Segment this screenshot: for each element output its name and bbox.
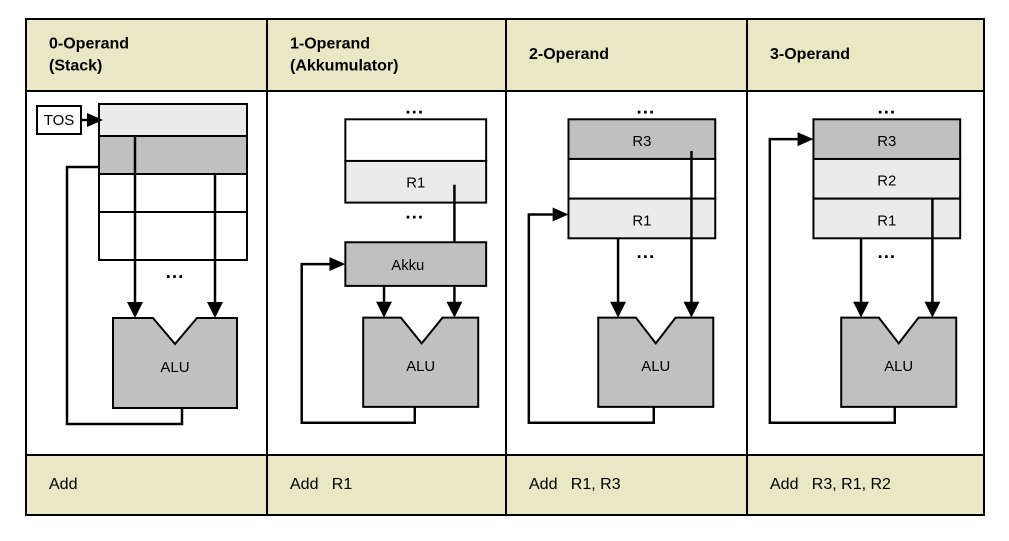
column-title-one-operand: 1-Operand (Akkumulator) — [290, 35, 399, 74]
register-cell-1-label: R2 — [877, 174, 896, 190]
register-cell-2-label: R1 — [632, 213, 651, 229]
operand-arrowhead-right-icon — [683, 301, 700, 318]
header-cell-zero-operand: 0-Operand (Stack) — [27, 20, 266, 90]
register-cell-1 — [567, 157, 717, 200]
tos-arrowhead-icon — [87, 112, 103, 127]
header-cell-three-operand: 3-Operand — [746, 20, 983, 90]
table-instruction-row: Add Add R1 Add R1, R3 Add R3, R1, R2 — [27, 455, 983, 514]
alu-result-feedback-path — [300, 262, 417, 424]
alu-result-feedback-path — [768, 137, 896, 424]
operand-format-table: 0-Operand (Stack) 1-Operand (Akkumulator… — [25, 18, 985, 516]
accumulator-machine-diagram: ... R1 ... Akku — [300, 96, 488, 424]
operand-arrowhead-left-icon — [610, 301, 627, 318]
diagram-cell-zero-operand: TOS ... ALU — [27, 91, 266, 454]
feedback-arrowhead-icon — [329, 256, 346, 271]
accumulator-box — [344, 241, 488, 287]
alu-result-feedback-path — [527, 213, 656, 424]
tos-pointer-box — [36, 104, 82, 135]
diagram-cell-two-operand: ... R3 R1 ... ALU — [505, 91, 746, 454]
column-title-two-operand: 2-Operand — [529, 46, 610, 64]
stack-cell-0 — [98, 102, 248, 137]
alu-label: ALU — [641, 359, 670, 375]
feedback-arrowhead-icon — [552, 207, 569, 222]
register-cell-0-label: R3 — [632, 134, 651, 150]
operand-arrowhead-left-icon — [127, 301, 143, 318]
table-body-row: TOS ... ALU ... — [27, 91, 983, 456]
operand-arrowhead-right-icon — [446, 301, 463, 318]
register-cell-1-label: R1 — [406, 176, 425, 192]
instruction-label-one-operand: Add R1 — [290, 475, 353, 493]
instruction-cell-three-operand: Add R3, R1, R2 — [746, 455, 983, 514]
register-file-bottom-ellipsis: ... — [877, 241, 896, 262]
register-cell-0 — [812, 118, 962, 160]
instruction-label-zero-operand: Add — [49, 475, 78, 493]
instruction-label-three-operand: Add R3, R1, R2 — [770, 475, 891, 493]
operand-arrowhead-right-icon — [924, 301, 941, 318]
stack-cell-1 — [98, 134, 248, 175]
alu-shape — [840, 316, 958, 408]
operand-arrowhead-left-icon — [853, 301, 869, 318]
alu-result-feedback-path — [65, 165, 184, 426]
column-title-three-operand: 3-Operand — [770, 46, 851, 64]
register-file-top-ellipsis: ... — [877, 96, 896, 117]
two-operand-machine-diagram: ... R3 R1 ... ALU — [527, 96, 717, 424]
instruction-cell-two-operand: Add R1, R3 — [505, 455, 746, 514]
register-file-bottom-ellipsis: ... — [637, 241, 656, 262]
three-operand-machine-diagram: ... R3 R2 R1 ... — [768, 96, 962, 424]
register-cell-1 — [344, 159, 488, 204]
register-cell-1 — [812, 157, 962, 200]
alu-shape — [597, 316, 715, 408]
instruction-cell-zero-operand: Add — [27, 455, 266, 514]
register-file-top-ellipsis: ... — [405, 96, 424, 117]
stack-ellipsis: ... — [166, 262, 185, 283]
stack-cell-2 — [98, 172, 248, 213]
stack-machine-diagram: TOS ... ALU — [36, 102, 248, 426]
instruction-cell-one-operand: Add R1 — [266, 455, 505, 514]
accumulator-label: Akku — [391, 258, 424, 274]
alu-shape — [362, 316, 480, 408]
register-file-top-ellipsis: ... — [637, 96, 656, 117]
header-cell-two-operand: 2-Operand — [505, 20, 746, 90]
register-file-bottom-ellipsis: ... — [405, 201, 424, 222]
alu-shape — [112, 316, 238, 409]
tos-pointer-label: TOS — [44, 112, 75, 129]
stack-cell-3 — [98, 210, 248, 261]
table-header-row: 0-Operand (Stack) 1-Operand (Akkumulator… — [27, 20, 983, 92]
register-cell-0-label: R3 — [877, 134, 896, 150]
instruction-label-two-operand: Add R1, R3 — [529, 475, 621, 493]
alu-label: ALU — [160, 359, 189, 376]
alu-label: ALU — [884, 359, 913, 375]
register-cell-2 — [812, 197, 962, 240]
alu-label: ALU — [406, 359, 435, 375]
feedback-arrowhead-icon — [797, 132, 814, 146]
diagram-cell-one-operand: ... R1 ... Akku — [266, 91, 505, 454]
register-cell-0 — [344, 118, 488, 162]
header-cell-one-operand: 1-Operand (Akkumulator) — [266, 20, 505, 90]
register-cell-2-label: R1 — [877, 213, 896, 229]
operand-arrowhead-right-icon — [207, 301, 223, 318]
column-title-zero-operand: 0-Operand (Stack) — [49, 35, 130, 74]
operand-arrowhead-left-icon — [376, 301, 392, 318]
diagram-cell-three-operand: ... R3 R2 R1 ... — [746, 91, 983, 454]
